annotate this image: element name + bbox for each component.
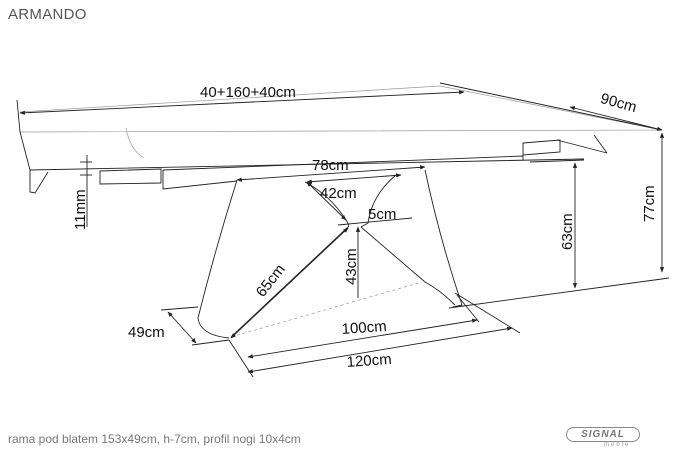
dim-length: 40+160+40cm — [200, 84, 296, 101]
logo-sub: meble — [604, 442, 631, 448]
dim-top-frame: 78cm — [312, 157, 349, 174]
dim-depth: 90cm — [599, 90, 639, 116]
dim-leg-gap: 5cm — [368, 206, 396, 223]
dim-total-height: 77cm — [641, 185, 658, 222]
dim-inner-span: 42cm — [320, 185, 357, 202]
frame-spec-note: rama pod blatem 153x49cm, h-7cm, profil … — [8, 432, 301, 446]
dim-top-thickness: 11mm — [72, 189, 89, 230]
product-title: ARMANDO — [8, 6, 87, 23]
dim-base-length: 120cm — [346, 351, 392, 371]
dim-base-depth: 49cm — [128, 324, 165, 341]
tabletop — [19, 85, 663, 194]
dim-diagonal: 65cm — [253, 261, 289, 300]
dimension-lines — [16, 82, 670, 378]
signal-logo: SIGNAL meble — [566, 427, 644, 453]
dim-cross-height: 43cm — [343, 248, 360, 285]
dim-inner-base: 100cm — [341, 318, 387, 338]
logo-name: SIGNAL — [566, 427, 640, 442]
dim-leg-height: 63cm — [559, 213, 576, 250]
